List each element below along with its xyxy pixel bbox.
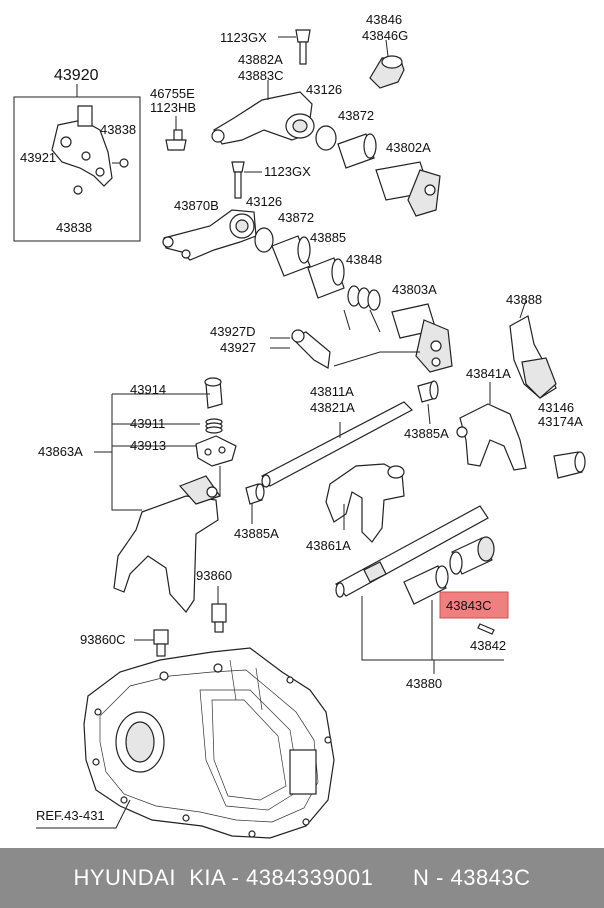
transmission-case-part — [83, 647, 335, 839]
fork-43861a-part — [325, 463, 405, 543]
label-46755e: 46755E — [150, 86, 195, 101]
bracket-43913-part — [195, 435, 237, 467]
oring-43126-lower — [254, 227, 274, 253]
label-43174a: 43174A — [538, 414, 583, 429]
label-43838-upper: 43838 — [100, 122, 136, 137]
label-43885a-left: 43885A — [234, 526, 279, 541]
label-ref: REF.43-431 — [36, 808, 105, 823]
pin-43842-part — [477, 623, 495, 635]
bushing-43872-lower — [271, 235, 311, 277]
label-43880: 43880 — [406, 676, 442, 691]
footer-bar: HYUNDAI KIA - 4384339001 N - 43843C — [0, 848, 604, 908]
lever-43870b-part — [162, 209, 257, 261]
label-93860: 93860 — [196, 568, 232, 583]
label-43885: 43885 — [310, 230, 346, 245]
label-1123gx-lower: 1123GX — [264, 164, 311, 179]
label-43846g: 43846G — [362, 28, 408, 43]
label-43921: 43921 — [20, 150, 56, 165]
label-43911: 43911 — [130, 416, 165, 431]
parts-diagram: 1123GX 43846 43846G 43920 46755E 1123HB … — [13, 12, 586, 839]
label-43146: 43146 — [538, 400, 574, 415]
leader-43880 — [361, 596, 504, 661]
spring-43911-part — [205, 418, 223, 434]
shaft-43802a-part — [375, 161, 441, 217]
label-43872-upper: 43872 — [338, 108, 374, 123]
label-43838-lower: 43838 — [56, 220, 92, 235]
bushing-43885a-left — [245, 483, 265, 524]
shift-rail-43811a-part — [261, 401, 413, 488]
bolt-1123gx-top — [278, 29, 311, 65]
label-43802a: 43802A — [386, 140, 431, 155]
label-43846: 43846 — [366, 12, 402, 27]
sensor-93860c-part — [134, 629, 169, 657]
collar-part — [403, 565, 449, 605]
sleeve-43843c-part — [449, 536, 495, 575]
bushing-43872-upper — [337, 133, 377, 169]
bushing-43885-part — [307, 257, 345, 299]
label-43861a: 43861A — [306, 538, 351, 553]
label-43821a: 43821A — [310, 400, 355, 415]
label-43927d: 43927D — [210, 324, 256, 339]
label-43870b: 43870B — [174, 198, 219, 213]
oring-43126-upper — [315, 125, 337, 151]
detent-43927-part — [270, 329, 420, 369]
highlight-43843c — [439, 591, 509, 619]
label-43920: 43920 — [54, 67, 99, 84]
sensor-93860-part — [211, 586, 227, 633]
shaft-43880-part — [335, 505, 489, 598]
fork-43863a-part — [113, 466, 221, 613]
pin-43914-part — [204, 377, 223, 409]
label-43843c: 43843C — [446, 598, 492, 613]
label-43863a: 43863A — [38, 444, 83, 459]
label-43126-lower: 43126 — [246, 194, 282, 209]
fork-43841a-part — [456, 382, 527, 471]
leader-43863a — [111, 394, 142, 511]
label-43882a: 43882A — [238, 52, 283, 67]
label-43883c: 43883C — [238, 68, 284, 83]
bolt-1123gx-lower — [231, 161, 262, 199]
label-43914: 43914 — [130, 382, 166, 397]
label-93860c: 93860C — [80, 632, 126, 647]
label-43888: 43888 — [506, 292, 542, 307]
label-43811a: 43811A — [310, 384, 354, 399]
label-43885a-right: 43885A — [404, 426, 449, 441]
bolt-1123hb-part — [165, 116, 187, 151]
label-43803a: 43803A — [392, 282, 437, 297]
lever-43882a-part — [211, 80, 315, 145]
bracket-43921-part — [51, 105, 129, 195]
footer-brand-partno: HYUNDAI KIA - 4384339001 — [73, 865, 374, 890]
label-43126-upper: 43126 — [306, 82, 342, 97]
shaft-43803a-part — [391, 303, 453, 373]
label-43841a: 43841A — [466, 366, 511, 381]
label-43927: 43927 — [220, 340, 256, 355]
label-43842: 43842 — [470, 638, 506, 653]
plate-43888-part — [509, 299, 557, 399]
label-43848: 43848 — [346, 252, 382, 267]
needle-bearing-part — [553, 451, 586, 479]
label-1123hb: 1123HB — [150, 100, 196, 115]
footer-spacer — [373, 865, 413, 891]
spring-43848-part — [343, 285, 381, 333]
pin-43846-part — [369, 39, 405, 89]
leader-ref — [36, 799, 131, 829]
bushing-43885a-right — [417, 380, 439, 425]
label-43913: 43913 — [130, 438, 166, 453]
label-43872-lower: 43872 — [278, 210, 314, 225]
label-1123gx-top: 1123GX — [220, 30, 267, 45]
footer-code: N - 43843C — [413, 865, 531, 890]
